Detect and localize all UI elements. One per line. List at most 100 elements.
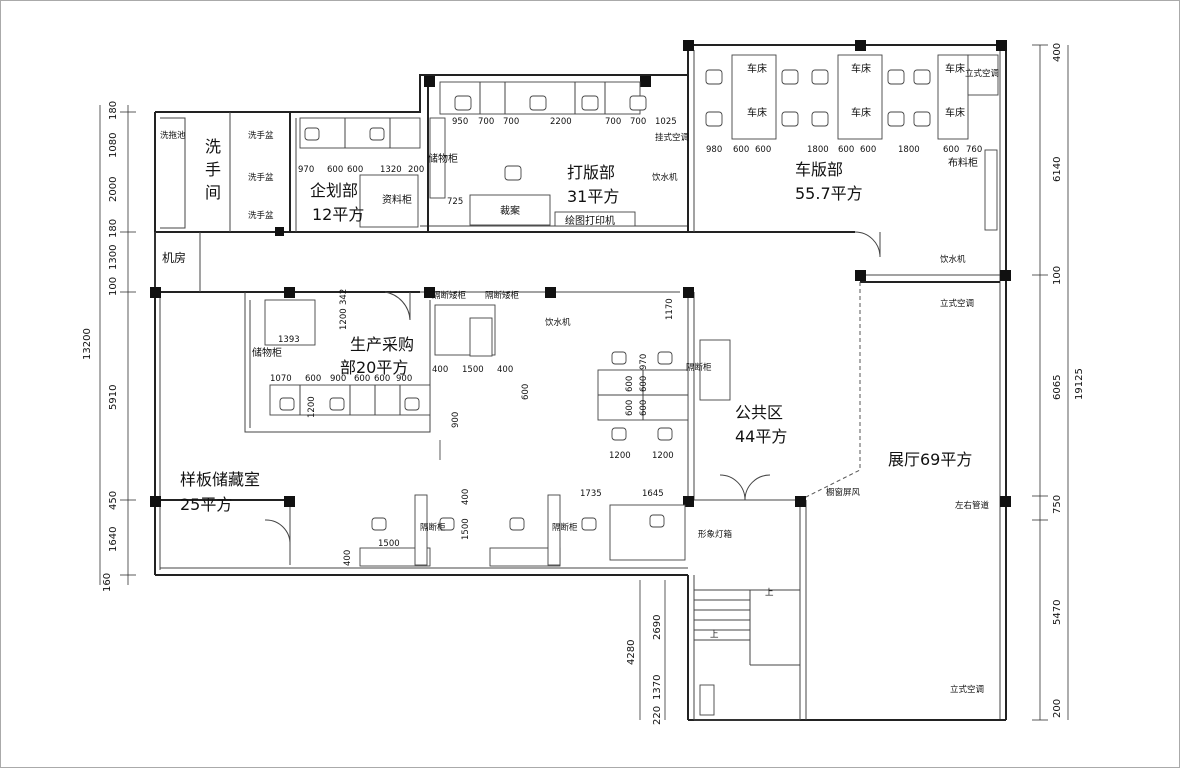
dim-mid-600: 600 bbox=[521, 384, 531, 400]
dim-plan-600a: 600 bbox=[327, 165, 343, 175]
fabric-cabinet-label: 布料柜 bbox=[948, 156, 978, 169]
file-cabinet-label: 资料柜 bbox=[382, 193, 412, 206]
dim-bot-1735: 1735 bbox=[580, 489, 602, 499]
furniture bbox=[264, 54, 999, 721]
lathe-label-4: 车床 bbox=[747, 106, 767, 119]
dim-sew-600c: 600 bbox=[838, 145, 854, 155]
dim-bot-1645: 1645 bbox=[642, 489, 664, 499]
dim-bot-1500b: 1500 bbox=[378, 539, 400, 549]
dim-pub-600d: 600 bbox=[625, 400, 635, 416]
stair-up-label-2: 上 bbox=[710, 630, 719, 640]
dim-sew-980: 980 bbox=[706, 145, 722, 155]
procurement-dept-name: 生产采购 bbox=[350, 335, 414, 354]
room-labels: 洗 手 间 机房 企划部 12平方 打版部 31平方 车版部 55.7平方 生产… bbox=[162, 137, 972, 514]
dim-left-2000: 2000 bbox=[108, 177, 119, 202]
dim-sew-600a: 600 bbox=[733, 145, 749, 155]
wash-basin-label-3: 洗手盆 bbox=[248, 210, 274, 221]
dim-left-180-top: 180 bbox=[108, 101, 119, 120]
dim-mid-400b: 400 bbox=[497, 365, 513, 375]
dim-left-1300: 1300 bbox=[108, 245, 119, 270]
dim-right-19125: 19125 bbox=[1074, 368, 1085, 400]
dim-pro-900b: 900 bbox=[396, 374, 412, 384]
dimension-numbers: 180 1080 2000 180 1300 100 13200 5910 45… bbox=[82, 43, 1085, 725]
dim-sew-1800a: 1800 bbox=[807, 145, 829, 155]
water-dispenser-label-1: 饮水机 bbox=[652, 172, 678, 183]
glass-screen-line bbox=[799, 282, 861, 501]
logo-lightbox-label: 形象灯箱 bbox=[698, 529, 733, 540]
sample-room-name: 样板储藏室 bbox=[180, 470, 260, 489]
dim-pub-600c: 600 bbox=[625, 376, 635, 392]
dim-sew-600d: 600 bbox=[860, 145, 876, 155]
machine-room-label: 机房 bbox=[162, 250, 186, 265]
cutting-table-label: 裁案 bbox=[500, 204, 520, 217]
dim-bot-400b: 400 bbox=[343, 550, 353, 566]
dim-plan-970: 970 bbox=[298, 165, 314, 175]
dim-pro-600b: 600 bbox=[354, 374, 370, 384]
plotter-label: 绘图打印机 bbox=[565, 214, 615, 227]
dimension-lines bbox=[99, 44, 1069, 721]
dim-st-4280: 4280 bbox=[626, 640, 637, 665]
dim-mid-1500: 1500 bbox=[462, 365, 484, 375]
dim-pat-725: 725 bbox=[447, 197, 463, 207]
washroom-label-2: 手 bbox=[205, 160, 221, 179]
dim-pat-2200: 2200 bbox=[550, 117, 572, 127]
dim-pat-700c: 700 bbox=[605, 117, 621, 127]
dim-pro-600a: 600 bbox=[305, 374, 321, 384]
sewing-dept-name: 车版部 bbox=[795, 160, 843, 179]
dim-pro-1200b: 1200 bbox=[307, 396, 317, 418]
walls bbox=[154, 44, 1007, 721]
pattern-dept-area: 31平方 bbox=[567, 187, 619, 206]
wall-ac-label: 挂式空调 bbox=[655, 132, 689, 143]
lathe-label-3: 车床 bbox=[945, 62, 965, 75]
pattern-dept-name: 打版部 bbox=[567, 163, 615, 182]
sewing-dept-area: 55.7平方 bbox=[795, 184, 863, 203]
dim-pub-600a: 600 bbox=[639, 376, 649, 392]
dim-mid-400a: 400 bbox=[432, 365, 448, 375]
washroom-label-1: 洗 bbox=[205, 137, 221, 156]
dim-pro-1393: 1393 bbox=[278, 335, 300, 345]
dim-pat-700d: 700 bbox=[630, 117, 646, 127]
storage-cabinet-label-2: 储物柜 bbox=[252, 346, 282, 359]
glass-screen-label: 橱窗屏风 bbox=[826, 487, 861, 498]
partition-cabinet-label-3: 隔断柜 bbox=[686, 362, 712, 373]
dim-pro-1070: 1070 bbox=[270, 374, 292, 384]
dim-left-13200: 13200 bbox=[82, 328, 93, 360]
dim-pat-700b: 700 bbox=[503, 117, 519, 127]
dim-sew-760: 760 bbox=[966, 145, 982, 155]
dim-mid-900: 900 bbox=[451, 412, 461, 428]
dim-right-6140: 6140 bbox=[1052, 157, 1063, 182]
dim-st-2690: 2690 bbox=[652, 615, 663, 640]
dim-right-100: 100 bbox=[1052, 266, 1063, 285]
wash-basin-label-2: 洗手盆 bbox=[248, 172, 274, 183]
dim-sew-1800b: 1800 bbox=[898, 145, 920, 155]
dim-pub-1170: 1170 bbox=[665, 298, 675, 320]
partition-cabinet-label-2: 隔断柜 bbox=[552, 522, 578, 533]
dim-right-750: 750 bbox=[1052, 495, 1063, 514]
dim-left-180-mid: 180 bbox=[108, 219, 119, 238]
dim-st-1370: 1370 bbox=[652, 675, 663, 700]
procurement-dept-area: 部20平方 bbox=[340, 358, 408, 377]
lathe-label-5: 车床 bbox=[851, 106, 871, 119]
mop-sink-label: 洗拖池 bbox=[160, 130, 186, 141]
dim-right-6065: 6065 bbox=[1052, 375, 1063, 400]
dim-sew-600e: 600 bbox=[943, 145, 959, 155]
dim-left-450: 450 bbox=[108, 491, 119, 510]
staircase bbox=[694, 589, 800, 721]
washroom-label-3: 间 bbox=[205, 183, 221, 202]
dim-left-1080: 1080 bbox=[108, 133, 119, 158]
dim-left-5910: 5910 bbox=[108, 385, 119, 410]
stair-up-label-1: 上 bbox=[765, 588, 774, 598]
lathe-label-1: 车床 bbox=[747, 62, 767, 75]
dim-pro-600c: 600 bbox=[374, 374, 390, 384]
standing-ac-label-2: 立式空调 bbox=[940, 298, 974, 309]
dim-pat-1025: 1025 bbox=[655, 117, 677, 127]
partition-cabinet-label-1: 隔断柜 bbox=[420, 522, 446, 533]
dim-plan-200: 200 bbox=[408, 165, 424, 175]
dim-left-100: 100 bbox=[108, 277, 119, 296]
partition-low-cabinet-label-2: 隔断矮柜 bbox=[485, 290, 520, 301]
dim-pat-950: 950 bbox=[452, 117, 468, 127]
pipe-label: 左右管道 bbox=[955, 500, 990, 511]
lathe-label-6: 车床 bbox=[945, 106, 965, 119]
dim-pub-970: 970 bbox=[639, 354, 649, 370]
